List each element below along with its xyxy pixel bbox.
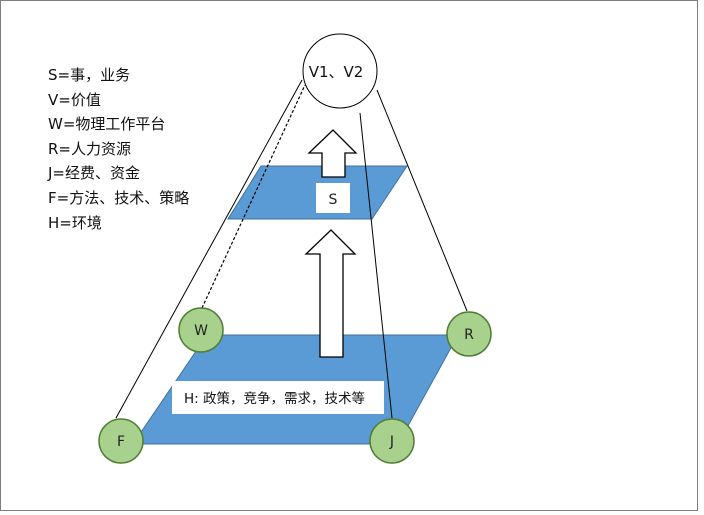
node-v-label: V1、V2 xyxy=(309,63,364,81)
node-w xyxy=(178,307,224,353)
s-box xyxy=(316,183,350,213)
node-j-label: J xyxy=(389,434,394,450)
h-box xyxy=(172,381,384,414)
legend-item-r: R=人力资源 xyxy=(48,139,131,158)
legend-item-w: W=物理工作平台 xyxy=(48,115,166,134)
legend-item-f: F=方法、技术、策略 xyxy=(48,188,190,207)
legend-item-h: H=环境 xyxy=(48,213,102,232)
node-f-label: F xyxy=(117,434,125,450)
legend-item-j: J=经费、资金 xyxy=(48,164,140,183)
node-r-label: R xyxy=(464,327,474,343)
s-box-label: S xyxy=(329,192,338,208)
line-f-top xyxy=(115,79,303,419)
legend-item-s: S=事，业务 xyxy=(48,66,131,84)
arrow-s-to-v xyxy=(307,129,358,178)
node-v xyxy=(302,33,378,109)
legend: S=事，业务 V=价值 W=物理工作平台 R=人力资源 J=经费、资金 F=方法… xyxy=(48,63,189,235)
legend-item-v: V=价值 xyxy=(48,90,101,109)
h-box-label: H: 政策，竞争，需求，技术等 xyxy=(184,390,365,407)
node-r xyxy=(446,311,492,357)
node-w-label: W xyxy=(194,323,208,339)
line-w-top xyxy=(201,84,306,309)
line-r-top xyxy=(376,89,468,312)
arrow-h-to-s xyxy=(304,229,357,358)
node-j xyxy=(369,418,415,464)
node-f xyxy=(98,418,144,464)
line-j-top xyxy=(359,112,393,419)
